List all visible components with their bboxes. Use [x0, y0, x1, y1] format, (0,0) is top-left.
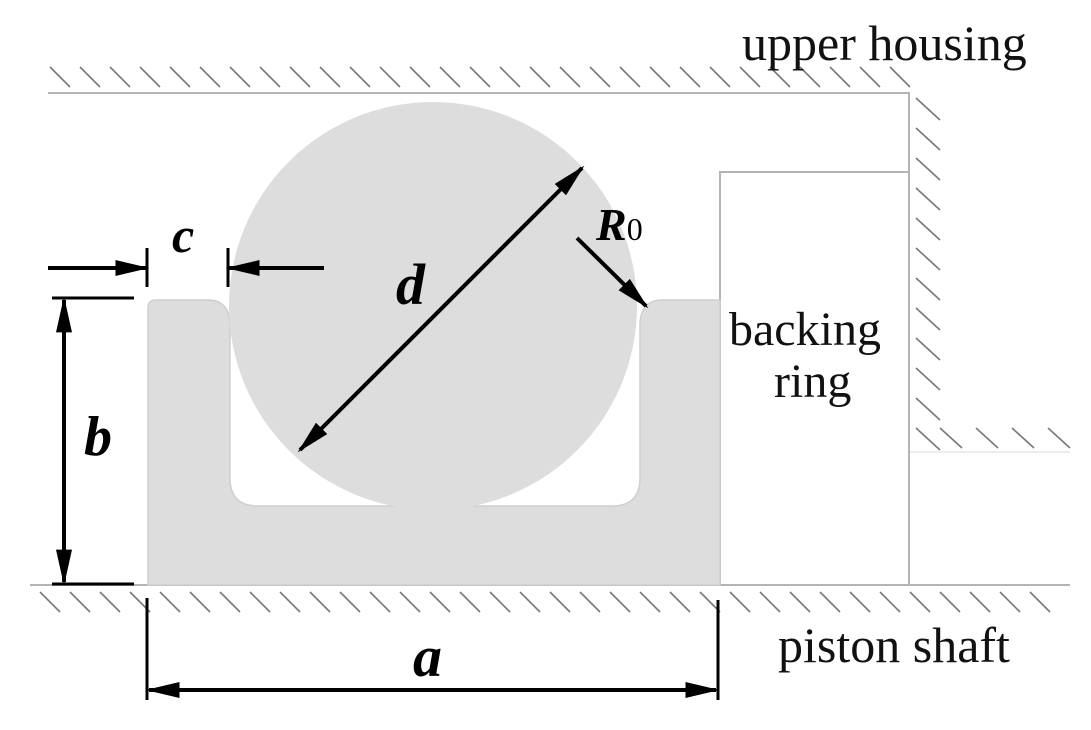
hatch-stroke	[589, 66, 611, 88]
hatch-stroke	[915, 427, 941, 451]
hatch-stroke	[309, 591, 331, 613]
hatch-stroke	[39, 591, 61, 613]
dimension-d-arrow	[297, 165, 585, 453]
hatch-stroke	[339, 591, 361, 613]
hatch-stroke	[259, 66, 281, 88]
hatch-stroke	[1011, 427, 1035, 449]
hatch-stroke	[109, 66, 131, 88]
hatch-stroke	[1047, 427, 1071, 449]
hatch-stroke	[975, 427, 999, 449]
hatch-stroke	[849, 591, 871, 613]
hatch-stroke	[559, 66, 581, 88]
hatch-stroke	[939, 427, 963, 449]
hatch-stroke	[915, 217, 941, 241]
piston-shaft-hatch	[39, 591, 1051, 613]
hatch-stroke	[969, 591, 991, 613]
hatch-stroke	[409, 66, 431, 88]
hatch-stroke	[249, 591, 271, 613]
hatch-stroke	[759, 591, 781, 613]
hatch-stroke	[319, 66, 341, 88]
hatch-stroke	[369, 591, 391, 613]
hatch-stroke	[349, 66, 371, 88]
hatch-stroke	[669, 591, 691, 613]
seal-groove-body	[147, 299, 721, 586]
hatch-stroke	[915, 337, 941, 361]
hatch-stroke	[199, 66, 221, 88]
hatch-stroke	[549, 591, 571, 613]
hatch-stroke	[739, 66, 761, 88]
piston-shaft-label: piston shaft	[778, 617, 1010, 673]
hatch-stroke	[909, 591, 931, 613]
hatch-stroke	[139, 66, 161, 88]
dimension-a-label: a	[413, 624, 442, 689]
right-housing-hatch	[915, 97, 1071, 451]
hatch-stroke	[69, 591, 91, 613]
hatch-stroke	[229, 66, 251, 88]
dimension-d-label: d	[396, 252, 426, 317]
hatch-stroke	[519, 591, 541, 613]
hatch-stroke	[939, 591, 961, 613]
hatch-stroke	[99, 591, 121, 613]
backing-ring-label-line1: backing	[729, 303, 881, 356]
hatch-stroke	[915, 157, 941, 181]
hatch-stroke	[379, 66, 401, 88]
hatch-stroke	[399, 591, 421, 613]
hatch-stroke	[915, 127, 941, 151]
hatch-stroke	[189, 591, 211, 613]
hatch-stroke	[799, 66, 821, 88]
backing-ring	[719, 171, 910, 586]
hatch-stroke	[649, 66, 671, 88]
hatch-stroke	[429, 591, 451, 613]
hatch-stroke	[79, 66, 101, 88]
hatch-stroke	[219, 591, 241, 613]
radius-r0-arrow	[575, 236, 649, 309]
upper-housing-hatch	[49, 66, 911, 88]
hatch-stroke	[169, 66, 191, 88]
hatch-stroke	[769, 66, 791, 88]
hatch-stroke	[709, 66, 731, 88]
hatch-stroke	[619, 66, 641, 88]
hatch-stroke	[499, 66, 521, 88]
o-ring	[229, 102, 637, 510]
hatch-stroke	[679, 66, 701, 88]
hatch-stroke	[915, 187, 941, 211]
hatch-stroke	[579, 591, 601, 613]
hatch-stroke	[1029, 591, 1051, 613]
hatch-stroke	[915, 307, 941, 331]
upper-housing-label: upper housing	[742, 15, 1027, 71]
hatch-stroke	[289, 66, 311, 88]
hatch-stroke	[915, 277, 941, 301]
hatch-stroke	[279, 591, 301, 613]
hatch-stroke	[819, 591, 841, 613]
hatch-stroke	[489, 591, 511, 613]
dimension-b-label: b	[84, 406, 112, 468]
hatch-stroke	[459, 591, 481, 613]
hatch-stroke	[915, 247, 941, 271]
hatch-stroke	[609, 591, 631, 613]
hatch-stroke	[789, 591, 811, 613]
hatch-stroke	[915, 97, 941, 121]
hatch-stroke	[879, 591, 901, 613]
hatch-stroke	[889, 66, 911, 88]
hatch-stroke	[529, 66, 551, 88]
backing-ring-label-line2: ring	[774, 355, 851, 408]
hatch-stroke	[439, 66, 461, 88]
hatch-stroke	[999, 591, 1021, 613]
hatch-stroke	[829, 66, 851, 88]
hatch-stroke	[49, 66, 71, 88]
hatch-stroke	[915, 367, 941, 391]
hatch-stroke	[915, 397, 941, 421]
hatch-stroke	[159, 591, 181, 613]
hatch-stroke	[729, 591, 751, 613]
hatch-stroke	[859, 66, 881, 88]
dimension-c-label: c	[172, 207, 194, 263]
hatch-stroke	[469, 66, 491, 88]
hatch-stroke	[639, 591, 661, 613]
radius-r0-label: R0	[595, 199, 643, 250]
